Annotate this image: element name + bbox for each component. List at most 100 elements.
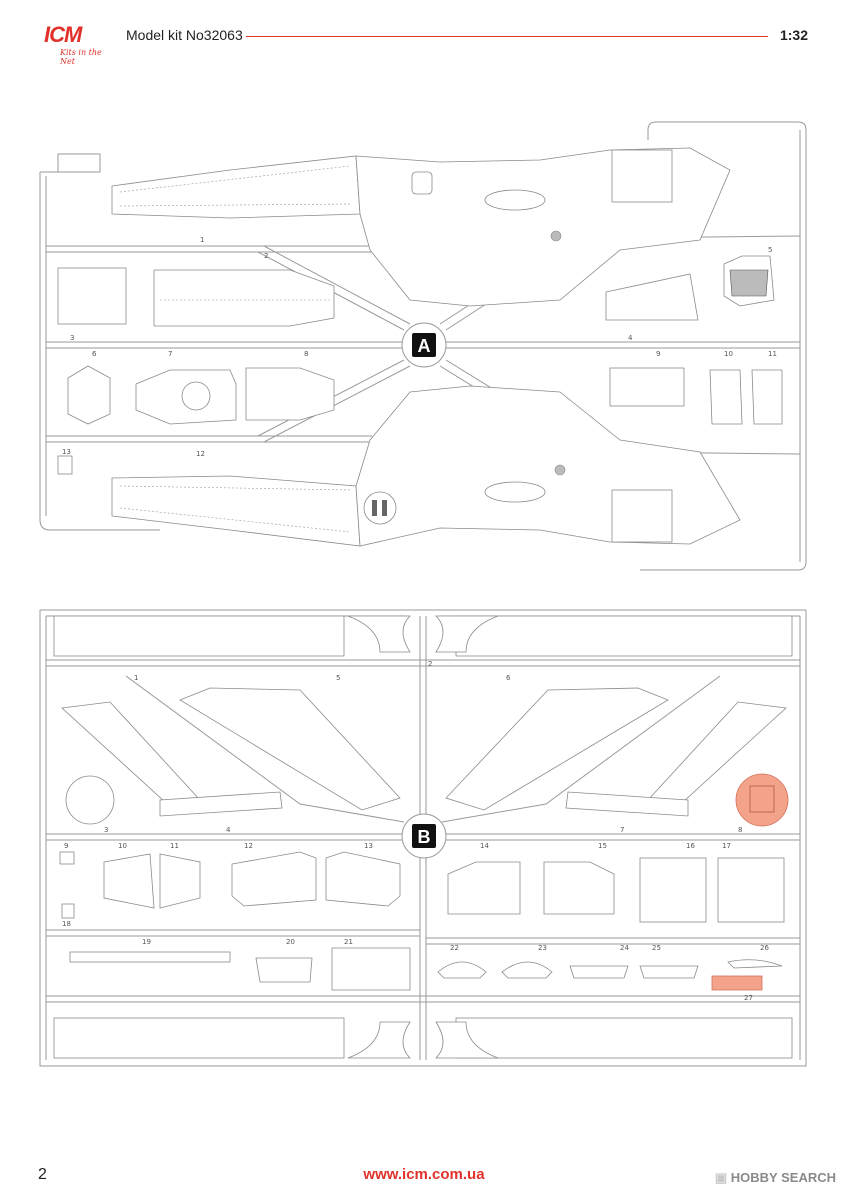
label-b25: 25 bbox=[652, 944, 661, 952]
part-a4 bbox=[605, 273, 699, 321]
page-number: 2 bbox=[38, 1166, 47, 1183]
label-b26: 26 bbox=[760, 944, 769, 952]
fuselage-bottom-rear bbox=[355, 385, 741, 547]
website-link[interactable]: www.icm.com.ua bbox=[0, 1166, 848, 1183]
label-b19: 19 bbox=[142, 938, 151, 946]
label-b4: 4 bbox=[226, 826, 231, 834]
sprue-b-part-labels: 1 2 3 4 5 6 7 8 9 10 11 12 13 14 15 16 1… bbox=[62, 660, 769, 1002]
highlighted-part-b8 bbox=[735, 773, 789, 827]
part-b20 bbox=[255, 957, 313, 983]
flap-b6 bbox=[445, 687, 669, 811]
part-b7 bbox=[565, 791, 689, 817]
label-b5: 5 bbox=[336, 674, 340, 682]
highlighted-part-b27 bbox=[711, 975, 763, 991]
label-a9: 9 bbox=[656, 350, 660, 358]
part-b11 bbox=[159, 853, 201, 909]
label-b1: 1 bbox=[134, 674, 138, 682]
page-header: ICM Kits in the Net Model kit No32063 1:… bbox=[0, 0, 848, 70]
label-b11: 11 bbox=[170, 842, 179, 850]
label-a5: 5 bbox=[768, 246, 772, 254]
label-a10: 10 bbox=[724, 350, 733, 358]
strip-b1-left bbox=[53, 615, 345, 657]
part-a10 bbox=[709, 369, 743, 425]
label-b10: 10 bbox=[118, 842, 127, 850]
part-a2 bbox=[57, 267, 127, 325]
header-rule bbox=[246, 36, 768, 37]
label-b27: 27 bbox=[744, 994, 753, 1002]
part-a6 bbox=[67, 365, 111, 425]
part-b4 bbox=[159, 791, 283, 817]
website-url[interactable]: www.icm.com.ua bbox=[363, 1166, 485, 1183]
scale-label: 1:32 bbox=[779, 27, 808, 43]
strip-b-bottom-left bbox=[53, 1017, 345, 1059]
label-b23: 23 bbox=[538, 944, 547, 952]
label-a8: 8 bbox=[304, 350, 308, 358]
part-b16 bbox=[639, 857, 707, 923]
label-b21: 21 bbox=[344, 938, 353, 946]
part-b14 bbox=[447, 861, 521, 915]
label-a7: 7 bbox=[168, 350, 172, 358]
label-b12: 12 bbox=[244, 842, 253, 850]
icm-logo: ICM Kits in the Net bbox=[38, 18, 118, 66]
label-b13: 13 bbox=[364, 842, 373, 850]
label-a2: 2 bbox=[264, 252, 268, 260]
logo-tagline: Kits in the Net bbox=[60, 48, 102, 66]
label-b17: 17 bbox=[722, 842, 731, 850]
part-b21 bbox=[331, 947, 411, 991]
part-b9 bbox=[59, 851, 75, 865]
label-b7: 7 bbox=[620, 826, 624, 834]
label-b20: 20 bbox=[286, 938, 295, 946]
label-a11: 11 bbox=[768, 350, 777, 358]
part-b15 bbox=[543, 861, 615, 915]
sprue-a-part-labels: 1 2 3 4 5 6 7 8 9 10 11 12 13 bbox=[62, 236, 777, 458]
hobby-search-watermark: ▣ HOBBY SEARCH bbox=[715, 1170, 836, 1186]
part-b19 bbox=[69, 951, 231, 963]
label-b16: 16 bbox=[686, 842, 695, 850]
label-a4: 4 bbox=[628, 334, 633, 342]
watermark-text: HOBBY SEARCH bbox=[730, 1170, 836, 1185]
part-a9 bbox=[609, 367, 685, 407]
label-b15: 15 bbox=[598, 842, 607, 850]
part-b17 bbox=[717, 857, 785, 923]
watermark-logo-icon: ▣ bbox=[714, 1170, 731, 1185]
label-b6: 6 bbox=[506, 674, 511, 682]
part-b13 bbox=[325, 851, 401, 907]
part-a8 bbox=[245, 367, 335, 421]
part-a13 bbox=[57, 455, 73, 475]
label-b8: 8 bbox=[738, 826, 742, 834]
model-title: Model kit No32063 bbox=[126, 27, 243, 43]
label-b3: 3 bbox=[104, 826, 108, 834]
label-b18: 18 bbox=[62, 920, 71, 928]
part-b26 bbox=[727, 959, 783, 969]
strip-b1-right bbox=[455, 615, 793, 657]
flap-b5 bbox=[179, 687, 401, 811]
label-b22: 22 bbox=[450, 944, 459, 952]
part-b10 bbox=[103, 853, 155, 909]
part-a11 bbox=[751, 369, 783, 425]
label-a1: 1 bbox=[200, 236, 204, 244]
part-a3 bbox=[153, 269, 335, 327]
label-a6: 6 bbox=[92, 350, 97, 358]
label-b14: 14 bbox=[480, 842, 489, 850]
label-a13: 13 bbox=[62, 448, 71, 456]
part-b25 bbox=[639, 965, 699, 979]
sprue-b-letter: B bbox=[418, 827, 431, 847]
part-b24 bbox=[569, 965, 629, 979]
sprue-b: B bbox=[39, 609, 807, 1067]
part-b18 bbox=[61, 903, 75, 919]
label-a3: 3 bbox=[70, 334, 74, 342]
logo-text: ICM bbox=[44, 22, 82, 47]
sprue-a-badge bbox=[412, 333, 436, 357]
part-b12 bbox=[231, 851, 317, 907]
label-a12: 12 bbox=[196, 450, 205, 458]
fuselage-top-part bbox=[111, 155, 361, 219]
sprue-b-badge bbox=[412, 824, 436, 848]
label-b2: 2 bbox=[428, 660, 432, 668]
label-b9: 9 bbox=[64, 842, 68, 850]
label-b24: 24 bbox=[620, 944, 629, 952]
part-b2 bbox=[65, 775, 115, 825]
sprue-a-letter: A bbox=[418, 336, 431, 356]
strip-b-bottom-right bbox=[455, 1017, 793, 1059]
part-b22 bbox=[437, 961, 487, 979]
